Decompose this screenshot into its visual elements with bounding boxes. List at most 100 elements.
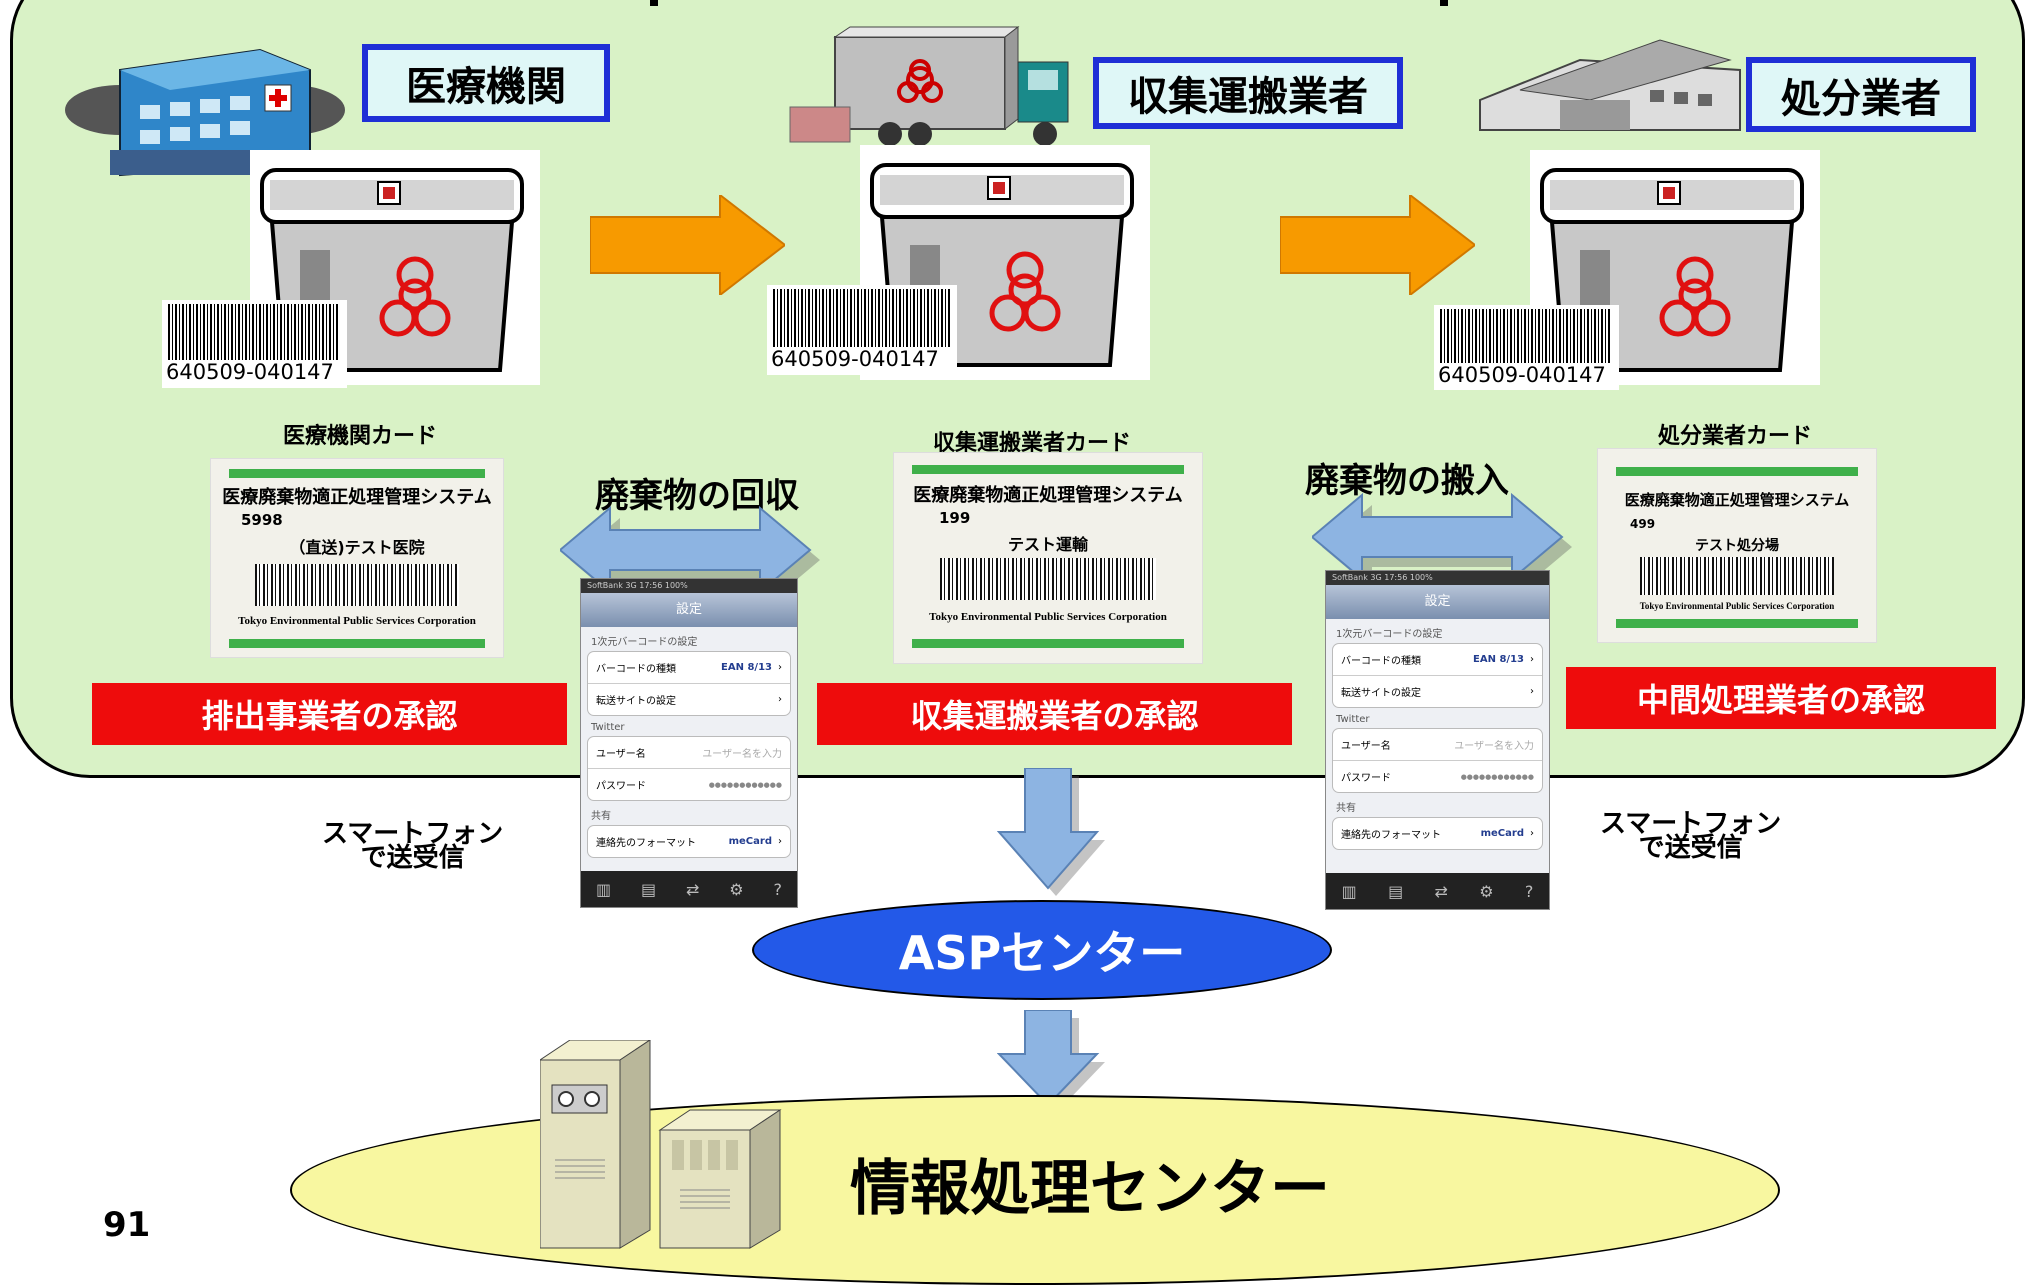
card-stripe [1616, 467, 1858, 476]
card-corporation: Tokyo Environmental Public Services Corp… [1639, 601, 1835, 611]
settings-tab-icon[interactable]: ⚙ [1479, 881, 1494, 901]
phone-section: 1次元バーコードの設定 [591, 637, 698, 648]
phone-group: ユーザー名ユーザー名を入力 パスワード●●●●●●●●●●●● [587, 736, 791, 801]
card-stripe [912, 639, 1184, 648]
phone-tab-bar: ▥ ▤ ⇄ ⚙? [581, 871, 797, 907]
card-label-collector: 収集運搬業者カード [933, 431, 1132, 456]
phone-section: 共有 [1336, 803, 1356, 814]
phone-row-site[interactable]: 転送サイトの設定› [1341, 686, 1534, 699]
barcode-number: 640509-040147 [771, 347, 939, 371]
phone-row-site[interactable]: 転送サイトの設定› [596, 694, 782, 707]
id-card-medical: 医療廃棄物適正処理管理システム 5998 （直送)テスト医院 Tokyo Env… [210, 458, 504, 658]
chevron-right-icon: › [1530, 686, 1534, 697]
flow-arrow-right-2 [1280, 195, 1475, 295]
barcode-sticker: 640509-040147 [162, 300, 347, 388]
phone-group: ユーザー名ユーザー名を入力 パスワード●●●●●●●●●●●● [1332, 728, 1543, 793]
card-barcode [1639, 557, 1835, 595]
smartphone-screen-2: SoftBank 3G 17:56 100% 設定 1次元バーコードの設定 バー… [1325, 570, 1550, 910]
flow-arrow-right-1 [590, 195, 785, 295]
barcode-tab-icon[interactable]: ▥ [595, 879, 612, 899]
phone-row-pass[interactable]: パスワード●●●●●●●●●●●● [596, 780, 782, 793]
title-fragment [560, 0, 1448, 8]
double-arrow-deliver [1312, 492, 1572, 587]
role-medical: 医療機関 [362, 44, 610, 122]
settings-tab-icon[interactable]: ⚙ [729, 879, 744, 899]
phone-row-user[interactable]: ユーザー名ユーザー名を入力 [1333, 729, 1542, 761]
hospital-building-icon [65, 48, 345, 177]
chevron-right-icon: › [778, 694, 782, 705]
card-number: 199 [939, 509, 971, 527]
info-processing-center: 情報処理センター [850, 1154, 1330, 1224]
chevron-right-icon: › [1530, 654, 1534, 665]
card-stripe [1616, 619, 1858, 628]
smartphone-label-right: スマートフォン で送受信 [1600, 809, 1782, 863]
smartphone-label-left: スマートフォン で送受信 [322, 819, 504, 873]
card-label-medical: 医療機関カード [283, 424, 438, 449]
barcode-tab-icon[interactable]: ▥ [1341, 881, 1357, 901]
card-number: 5998 [241, 511, 283, 529]
phone-nav-title: 設定 [1326, 585, 1549, 619]
card-number: 499 [1630, 517, 1656, 531]
phone-status-bar: SoftBank 3G 17:56 100% [1326, 571, 1549, 585]
help-tab-icon[interactable]: ? [1524, 881, 1534, 901]
down-arrow-to-asp [997, 768, 1105, 896]
card-stripe [229, 469, 485, 478]
transfer-tab-icon[interactable]: ⇄ [685, 879, 700, 899]
approval-intermediate: 中間処理業者の承認 [1566, 667, 1996, 729]
help-tab-icon[interactable]: ? [773, 879, 783, 899]
approval-collector: 収集運搬業者の承認 [817, 683, 1292, 745]
asp-center: ASPセンター [752, 900, 1332, 1000]
barcode-number: 640509-040147 [166, 360, 334, 384]
chevron-right-icon: › [778, 836, 782, 847]
history-tab-icon[interactable]: ▤ [1388, 881, 1404, 901]
card-stripe [229, 639, 485, 648]
action-collect: 廃棄物の回収 [595, 476, 799, 516]
page-number: 91 [103, 1205, 151, 1245]
role-collector: 収集運搬業者 [1093, 57, 1403, 129]
role-disposer: 処分業者 [1746, 57, 1976, 132]
card-label-disposer: 処分業者カード [1658, 424, 1813, 449]
title-bracket-right [1440, 0, 1448, 6]
phone-section: Twitter [591, 722, 625, 733]
card-holder-name: （直送)テスト医院 [289, 538, 425, 557]
card-holder-name: テスト運輸 [1007, 535, 1088, 554]
card-system-name: 医療廃棄物適正処理管理システム [222, 487, 492, 508]
phone-section: Twitter [1336, 714, 1370, 725]
down-arrow-to-info [997, 1010, 1105, 1113]
card-holder-name: テスト処分場 [1695, 538, 1779, 554]
barcode-number: 640509-040147 [1438, 363, 1606, 387]
factory-building-icon [1479, 39, 1741, 131]
phone-row-user[interactable]: ユーザー名ユーザー名を入力 [588, 737, 790, 769]
barcode-sticker: 640509-040147 [767, 285, 957, 375]
title-bracket-left [650, 0, 658, 6]
id-card-disposer: 医療廃棄物適正処理管理システム 499 テスト処分場 Tokyo Environ… [1597, 448, 1877, 643]
barcode-sticker: 640509-040147 [1434, 305, 1619, 390]
phone-row-pass[interactable]: パスワード●●●●●●●●●●●● [1341, 772, 1534, 785]
waste-container-3: 640509-040147 [1430, 150, 1830, 390]
truck-icon [789, 25, 1069, 146]
card-barcode [940, 558, 1156, 600]
phone-section: 共有 [591, 811, 611, 822]
card-system-name: 医療廃棄物適正処理管理システム [1624, 491, 1850, 509]
action-deliver: 廃棄物の搬入 [1305, 461, 1509, 501]
card-corporation: Tokyo Environmental Public Services Corp… [929, 611, 1167, 623]
phone-status-bar: SoftBank 3G 17:56 100% [581, 579, 797, 593]
waste-container-2: 640509-040147 [765, 145, 1165, 385]
chevron-right-icon: › [1530, 828, 1534, 839]
card-system-name: 医療廃棄物適正処理管理システム [913, 485, 1183, 506]
phone-section: 1次元バーコードの設定 [1336, 629, 1443, 640]
history-tab-icon[interactable]: ▤ [640, 879, 657, 899]
transfer-tab-icon[interactable]: ⇄ [1434, 881, 1448, 901]
card-stripe [912, 465, 1184, 474]
id-card-collector: 医療廃棄物適正処理管理システム 199 テスト運輸 Tokyo Environm… [893, 452, 1203, 664]
card-barcode [254, 564, 460, 606]
phone-nav-title: 設定 [581, 593, 797, 627]
chevron-right-icon: › [778, 662, 782, 673]
